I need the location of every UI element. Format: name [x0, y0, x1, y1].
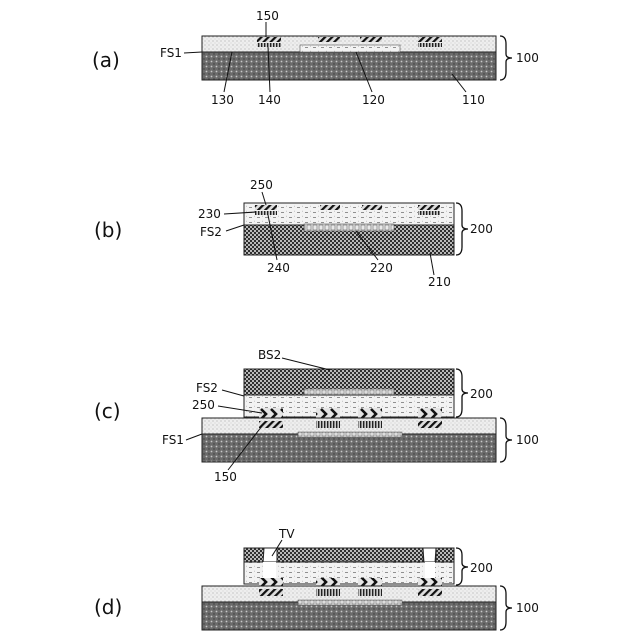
panel-b-label: (b) — [94, 218, 122, 242]
label-200-d: 200 — [470, 561, 493, 575]
substrate-110-c — [202, 434, 496, 462]
brace-100-c — [500, 418, 512, 462]
center-region-120-c — [298, 432, 402, 437]
pad-150-c-c — [358, 421, 382, 428]
pad-150-b — [318, 37, 340, 42]
pad-240-a — [255, 211, 277, 215]
panel-d: (d) TV 200 100 — [94, 527, 539, 630]
center-region-120-d — [298, 600, 402, 605]
brace-100-d — [500, 586, 512, 630]
pad-150-d-b — [316, 589, 340, 596]
leader-fs2 — [226, 225, 244, 231]
label-250-b: 250 — [250, 178, 273, 192]
label-200-c: 200 — [470, 387, 493, 401]
label-250-c: 250 — [192, 398, 215, 412]
label-fs2: FS2 — [200, 225, 222, 239]
panel-a-label: (a) — [92, 48, 120, 72]
pad-250-c — [362, 205, 382, 210]
thinned-substrate-left — [244, 548, 264, 562]
pad-250-d — [418, 205, 440, 210]
fill-layer-130-c — [202, 418, 496, 434]
pad-150-c-a — [259, 421, 283, 428]
pad-150-d-a — [259, 589, 283, 596]
panel-c-label: (c) — [94, 399, 121, 423]
label-fs2-c: FS2 — [196, 381, 218, 395]
label-240: 240 — [267, 261, 290, 275]
pad-140-right-base — [418, 43, 442, 47]
fill-layer-130-d — [202, 586, 496, 602]
thinned-substrate-right — [436, 548, 454, 562]
leader-fs2-c — [222, 390, 244, 396]
pad-150-c-d — [418, 421, 442, 428]
brace-100-a — [500, 36, 512, 80]
label-140: 140 — [258, 93, 281, 107]
substrate-110 — [202, 52, 496, 80]
leader-bs2 — [282, 358, 330, 370]
panel-a: (a) 150 FS1 130 140 120 110 100 — [92, 9, 539, 107]
label-150: 150 — [256, 9, 279, 23]
pad-150-d-d — [418, 589, 442, 596]
label-220: 220 — [370, 261, 393, 275]
label-150-c: 150 — [214, 470, 237, 484]
brace-200-d — [456, 548, 468, 585]
label-130: 130 — [211, 93, 234, 107]
label-bs2: BS2 — [258, 348, 281, 362]
leader-fs1 — [184, 52, 202, 53]
pad-150-d-c — [358, 589, 382, 596]
pad-140-left-base — [257, 43, 281, 47]
via-fill-right — [425, 562, 435, 578]
label-110: 110 — [462, 93, 485, 107]
pad-150-c-b — [316, 421, 340, 428]
center-region-220 — [304, 224, 394, 231]
thinned-substrate-mid — [277, 548, 423, 562]
via-fill-left — [263, 562, 276, 578]
panel-d-label: (d) — [94, 595, 122, 619]
pad-150-d — [418, 37, 442, 42]
label-120: 120 — [362, 93, 385, 107]
label-200-b: 200 — [470, 222, 493, 236]
leader-fs1-c — [186, 434, 202, 440]
label-100-d: 100 — [516, 601, 539, 615]
brace-200-c — [456, 369, 468, 417]
brace-200-b — [456, 203, 468, 255]
pad-150-c — [360, 37, 382, 42]
pad-250-a — [255, 205, 277, 210]
label-100-a: 100 — [516, 51, 539, 65]
label-230: 230 — [198, 207, 221, 221]
substrate-110-d — [202, 602, 496, 630]
label-tv: TV — [278, 527, 295, 541]
pad-140-left — [257, 37, 281, 42]
label-fs1-c: FS1 — [162, 433, 184, 447]
leader-210 — [430, 253, 434, 275]
label-100-c: 100 — [516, 433, 539, 447]
center-region-120 — [300, 45, 400, 52]
label-fs1: FS1 — [160, 46, 182, 60]
pad-240-d — [418, 211, 440, 215]
pad-250-b — [320, 205, 340, 210]
panel-c: (c) BS2 FS2 250 FS1 150 200 100 — [94, 348, 539, 484]
panel-b: (b) 250 230 FS2 240 220 210 200 — [94, 178, 493, 289]
label-210: 210 — [428, 275, 451, 289]
